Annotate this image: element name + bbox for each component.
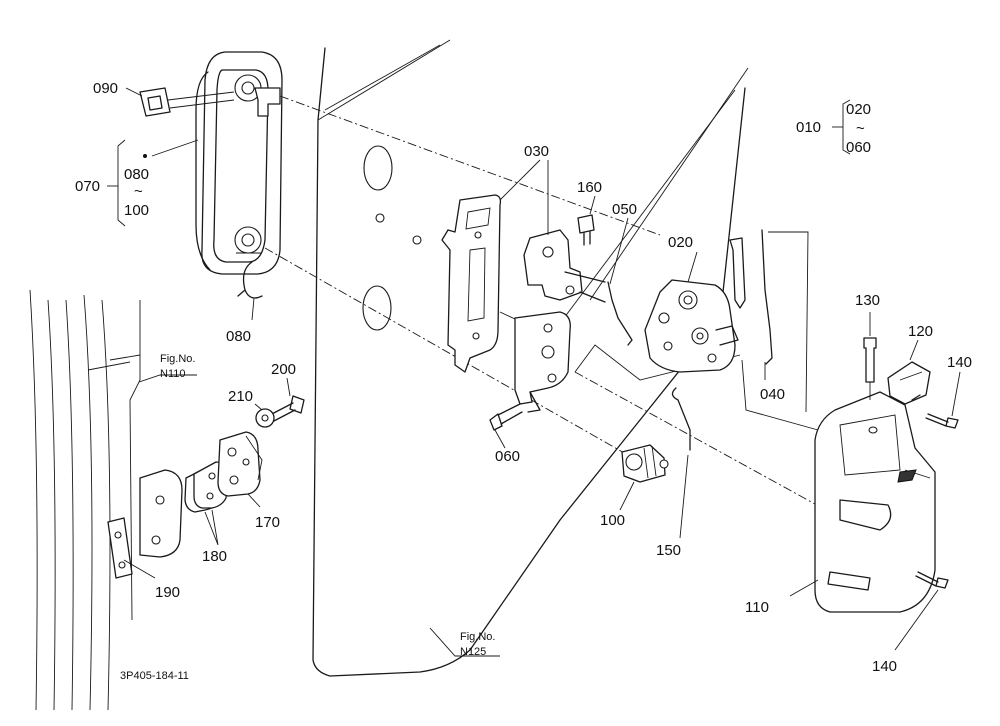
plate-190 [107, 517, 133, 579]
label-100-range: 100 [124, 202, 149, 219]
label-tilde-1: ~ [856, 120, 865, 137]
screw-140-upper [925, 413, 959, 429]
range-bracket-010 [832, 99, 851, 155]
washer-090 [139, 87, 235, 117]
screw-160 [577, 214, 595, 246]
figure-ref-n125-code: N125 [460, 646, 486, 658]
inner-cover-110 [814, 391, 936, 613]
label-060: 060 [495, 448, 520, 465]
figure-ref-n125: Fig.No. N125 [460, 631, 495, 658]
figure-ref-n110-code: N110 [160, 368, 185, 380]
label-090: 090 [93, 80, 118, 97]
label-140-lower: 140 [872, 658, 897, 675]
label-030: 030 [524, 143, 549, 160]
label-150: 150 [656, 542, 681, 559]
door-frame-left [29, 289, 141, 711]
knob-120 [887, 361, 931, 405]
label-160: 160 [577, 179, 602, 196]
label-110: 110 [745, 599, 769, 616]
rod-040 [761, 229, 773, 365]
label-070: 070 [75, 178, 100, 195]
label-080-range: 080 [124, 166, 149, 183]
label-130: 130 [855, 292, 880, 309]
label-180: 180 [202, 548, 227, 565]
striker-170 [217, 431, 263, 497]
latch-bracket-030 [514, 229, 606, 413]
lock-cylinder-100 [621, 444, 669, 483]
assembly-lines [264, 95, 896, 549]
label-120: 120 [908, 323, 933, 340]
striker-plate-mount [139, 469, 183, 558]
label-020-range: 020 [846, 101, 871, 118]
reference-dot [143, 154, 147, 158]
label-140-upper: 140 [947, 354, 972, 371]
label-010: 010 [796, 119, 821, 136]
figure-ref-n110-title: Fig.No. [160, 353, 195, 365]
label-190: 190 [155, 584, 180, 601]
clip-080 [237, 261, 263, 299]
part-labels: 020 ~ 060 010 090 070 080 ~ 100 080 030 … [75, 80, 972, 675]
label-200: 200 [271, 361, 296, 378]
backing-plate-030 [441, 194, 502, 373]
figure-ref-n110: Fig.No. N110 [160, 353, 195, 380]
label-020: 020 [668, 234, 693, 251]
label-100: 100 [600, 512, 625, 529]
label-040: 040 [760, 386, 785, 403]
nut-210 [255, 408, 275, 428]
rod-050 [607, 281, 633, 346]
outer-handle [195, 51, 283, 275]
leader-lines [123, 87, 961, 657]
range-bracket-070 [107, 139, 126, 227]
door-latch-020 [644, 237, 746, 373]
spring-150 [671, 387, 691, 451]
label-060-range: 060 [846, 139, 871, 156]
figure-ref-n125-title: Fig.No. [460, 631, 495, 643]
bolt-200 [267, 395, 305, 423]
panel-hole-upper [363, 145, 393, 191]
label-170: 170 [255, 514, 280, 531]
label-tilde-2: ~ [134, 183, 143, 200]
label-210: 210 [228, 388, 253, 405]
drawing-code: 3P405-184-11 [120, 670, 189, 682]
label-050: 050 [612, 201, 637, 218]
panel-hole-lower [362, 285, 392, 331]
screw-140-lower [915, 571, 949, 589]
screw-060 [489, 403, 523, 431]
door-glass-panel [312, 39, 749, 677]
pin-130 [863, 337, 877, 400]
label-080: 080 [226, 328, 251, 345]
